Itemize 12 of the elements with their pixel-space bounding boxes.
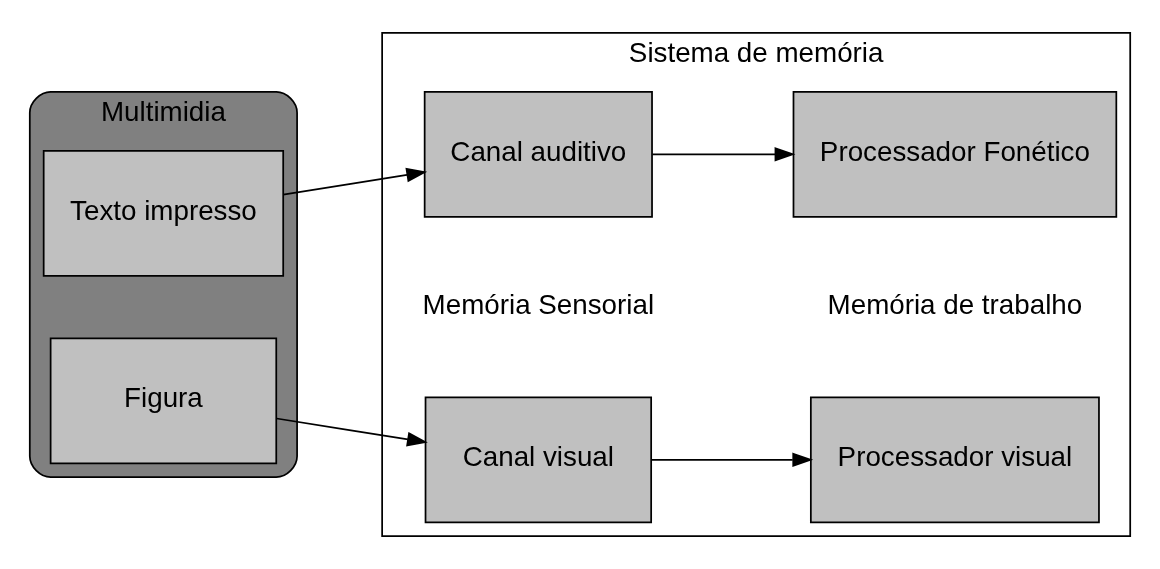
node-box: Texto impresso [42, 150, 285, 277]
arrow [650, 452, 814, 468]
node-box: Canal auditivo [423, 90, 653, 218]
arrow [651, 147, 796, 162]
node-box: Processador Fonético [792, 90, 1118, 218]
node-box: Processador visual [809, 396, 1100, 524]
node-box: Figura [49, 337, 278, 465]
arrow [275, 417, 428, 447]
node-box: Canal visual [424, 396, 653, 524]
arrow [282, 167, 428, 196]
label: Memória de trabalho [827, 288, 1083, 320]
label: Memória Sensorial [422, 288, 655, 320]
